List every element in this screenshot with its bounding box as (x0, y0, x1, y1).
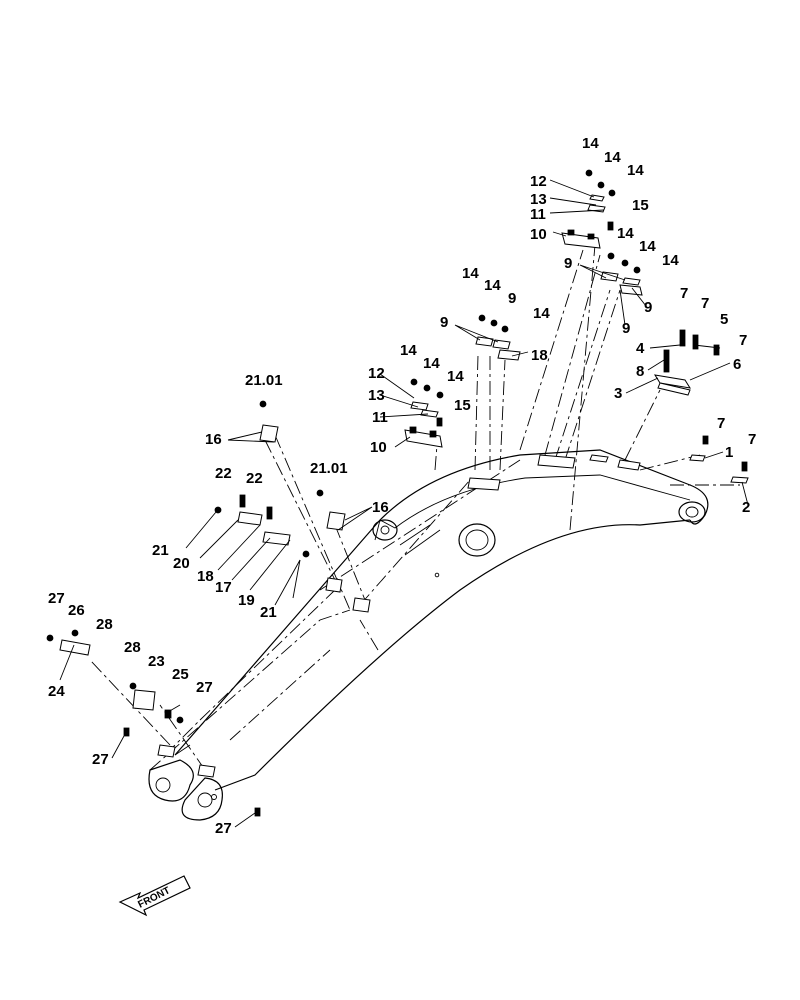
callout-14-d: 14 (462, 265, 479, 282)
callout-4: 4 (636, 340, 645, 357)
callout-14-c: 14 (627, 162, 644, 179)
callout-13-left: 13 (368, 387, 385, 404)
clamp-parts (46, 169, 749, 817)
callout-22-left: 22 (215, 465, 232, 482)
callout-9-d: 9 (644, 299, 652, 316)
callout-14-k: 14 (639, 238, 656, 255)
callout-14-e: 14 (484, 277, 501, 294)
callout-15-right: 15 (632, 197, 649, 214)
callout-11-right: 11 (530, 206, 546, 223)
callout-23: 23 (148, 653, 165, 670)
callout-10-left: 10 (370, 439, 387, 456)
callout-16-lower: 16 (372, 499, 389, 516)
callout-9-e: 9 (622, 320, 630, 337)
callout-9-b: 9 (440, 314, 448, 331)
callout-24: 24 (48, 683, 65, 700)
callout-27-left: 27 (92, 751, 109, 768)
callout-20: 20 (173, 555, 190, 572)
callout-15-left: 15 (454, 397, 471, 414)
callout-21-01-lower: 21.01 (310, 460, 348, 477)
callout-18-left: 18 (197, 568, 214, 585)
callout-labels: 21.01 16 21.01 16 22 22 21 20 18 17 19 2… (48, 135, 756, 837)
callout-27-top: 27 (48, 590, 65, 607)
callout-22-right: 22 (246, 470, 263, 487)
callout-26: 26 (68, 602, 85, 619)
callout-9-c: 9 (564, 255, 572, 272)
callout-17: 17 (215, 579, 232, 596)
callout-14-l: 14 (662, 252, 679, 269)
callout-7-c: 7 (739, 332, 747, 349)
callout-7-d: 7 (717, 415, 725, 432)
callout-18-right: 18 (531, 347, 548, 364)
callout-3: 3 (614, 385, 622, 402)
callout-14-b: 14 (604, 149, 621, 166)
callout-6: 6 (733, 356, 741, 373)
callout-28-top: 28 (96, 616, 113, 633)
callout-12-left: 12 (368, 365, 385, 382)
callout-2: 2 (742, 499, 750, 516)
callout-12-right: 12 (530, 173, 547, 190)
callout-27-bottom: 27 (215, 820, 232, 837)
callout-14-j: 14 (617, 225, 634, 242)
callout-7-e: 7 (748, 431, 756, 448)
callout-13-right: 13 (530, 191, 547, 208)
callout-14-g: 14 (400, 342, 417, 359)
callout-14-a: 14 (582, 135, 599, 152)
callout-21-left: 21 (152, 542, 169, 559)
callout-19: 19 (238, 592, 255, 609)
callout-11-left: 11 (372, 409, 388, 426)
callout-28-mid: 28 (124, 639, 141, 656)
front-arrow-label: FRONT (136, 885, 172, 910)
callout-16-upper: 16 (205, 431, 222, 448)
callout-7-b: 7 (701, 295, 709, 312)
callout-27-mid: 27 (196, 679, 213, 696)
callout-14-f: 14 (533, 305, 550, 322)
callout-8: 8 (636, 363, 644, 380)
callout-21-right: 21 (260, 604, 277, 621)
callout-25: 25 (172, 666, 189, 683)
callout-21-01-upper: 21.01 (245, 372, 283, 389)
callout-1: 1 (725, 444, 733, 461)
routing-lines (89, 244, 740, 771)
callout-7-a: 7 (680, 285, 688, 302)
leader-lines (59, 179, 749, 828)
callout-14-h: 14 (423, 355, 440, 372)
callout-10-right: 10 (530, 226, 547, 243)
boom-body (148, 449, 709, 821)
callout-5: 5 (720, 311, 728, 328)
callout-9-a: 9 (508, 290, 516, 307)
front-arrow: FRONT (118, 875, 191, 917)
callout-14-i: 14 (447, 368, 464, 385)
